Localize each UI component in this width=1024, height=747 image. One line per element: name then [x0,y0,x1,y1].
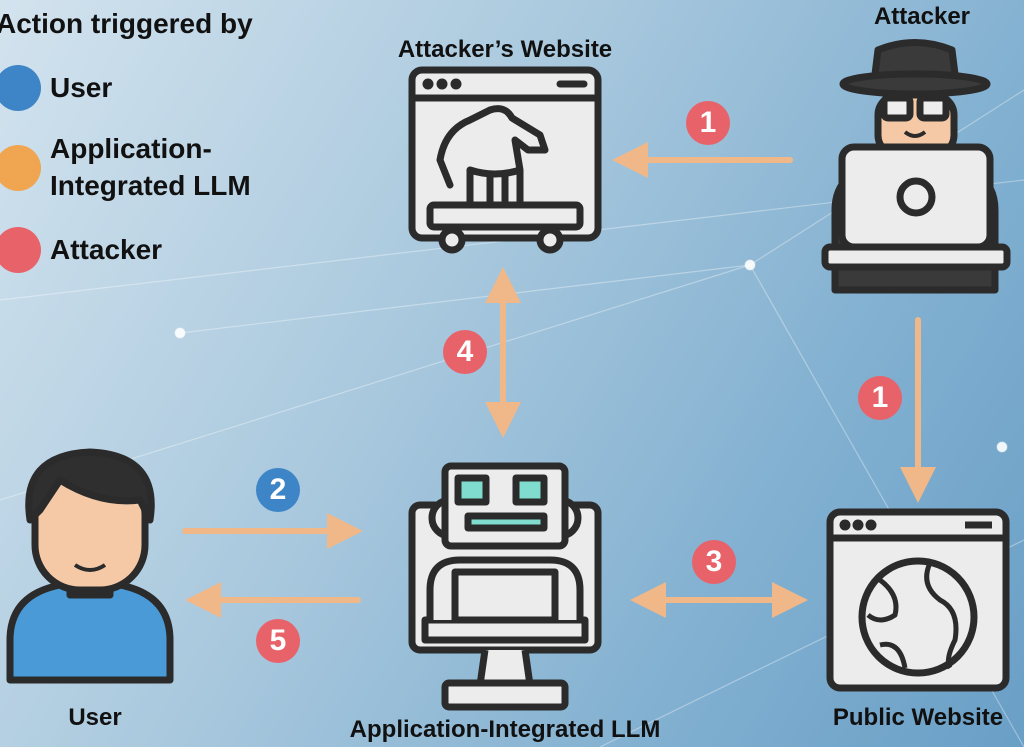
step-badge-1a: 1 [686,101,730,145]
llm-robot-monitor-icon [408,462,602,711]
llm-label: Application-Integrated LLM [349,716,661,743]
user-avatar-icon [6,448,174,684]
step-badge-5: 5 [256,619,300,663]
step-badge-4: 4 [443,330,487,374]
legend-title: Action triggered by [0,8,253,39]
arrows [182,142,936,618]
attacker-label: Attacker [873,3,971,30]
step-badge-3: 3 [692,540,736,584]
legend-llm-dot [0,145,41,191]
step-badge-2: 2 [256,468,300,512]
public-website-label: Public Website [832,704,1004,731]
legend-llm-label-line2: Integrated LLM [50,170,251,201]
public-website-globe-icon [826,508,1010,692]
legend-llm-label-line1: Application- [50,133,212,164]
legend-attacker-dot [0,227,41,273]
step-badge-1b: 1 [858,376,902,420]
attacker-website-label: Attacker’s Website [397,36,613,63]
trojan-horse-website-icon [408,66,602,254]
legend-attacker-label: Attacker [50,234,163,265]
user-label: User [68,704,122,731]
attacker-icon [821,39,1011,294]
legend-user-label: User [50,72,113,103]
legend-user-dot [0,65,41,111]
